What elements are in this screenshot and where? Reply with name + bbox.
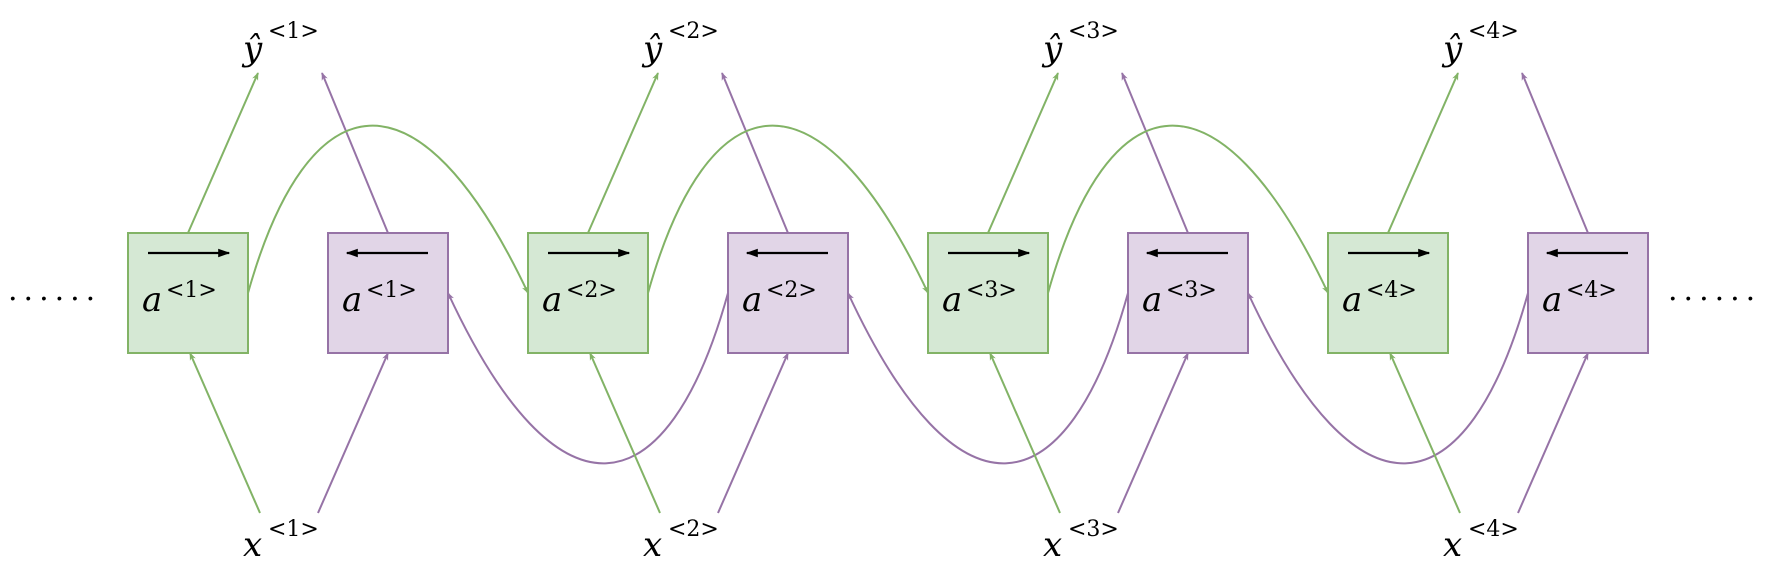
output-label-1-symbol: ŷ — [241, 29, 263, 69]
backward-cell-4: a<4> — [1527, 232, 1649, 354]
backward-activation-label-1-superscript: <1> — [366, 278, 417, 303]
output-label-2: ŷ<2> — [641, 19, 719, 69]
input-to-backward-arrow-1 — [317, 352, 389, 514]
forward-activation-label-1-superscript: <1> — [166, 278, 217, 303]
input-to-backward-arrow-3 — [1117, 352, 1189, 514]
input-label-2-symbol: x — [643, 525, 662, 565]
output-label-4-symbol: ŷ — [1441, 29, 1463, 69]
output-label-1-superscript: <1> — [268, 19, 319, 44]
backward-recurrent-arrow-2-to-1 — [447, 292, 729, 465]
right-ellipsis: ...... — [1668, 273, 1761, 308]
forward-activation-label-3: a<3> — [942, 278, 1017, 320]
output-label-2-superscript: <2> — [668, 19, 719, 44]
forward-recurrent-arrow-2-to-3 — [647, 124, 929, 294]
forward-recurrent-arrow-1-to-2 — [247, 124, 529, 294]
forward-cell-2: a<2> — [527, 232, 649, 354]
backward-activation-label-2: a<2> — [742, 278, 817, 320]
forward-activation-label-1: a<1> — [142, 278, 217, 320]
backward-to-output-arrow-1 — [321, 72, 389, 234]
forward-activation-label-2-symbol: a — [542, 280, 562, 320]
forward-activation-label-1-symbol: a — [142, 280, 162, 320]
input-output-labels: ŷ<1>x<1>ŷ<2>x<2>ŷ<3>x<3>ŷ<4>x<4> — [241, 19, 1519, 565]
backward-activation-label-4-superscript: <4> — [1566, 278, 1617, 303]
input-label-3-superscript: <3> — [1068, 517, 1119, 542]
input-label-2: x<2> — [643, 517, 719, 565]
input-label-3-symbol: x — [1043, 525, 1062, 565]
forward-to-output-arrow-1 — [187, 72, 259, 234]
forward-activation-label-4: a<4> — [1342, 278, 1417, 320]
output-label-3-superscript: <3> — [1068, 19, 1119, 44]
input-label-1-superscript: <1> — [268, 517, 319, 542]
forward-recurrent-arrow-3-to-4 — [1047, 124, 1329, 294]
forward-activation-label-2-superscript: <2> — [566, 278, 617, 303]
backward-recurrent-arrow-3-to-2 — [847, 292, 1129, 465]
output-label-4: ŷ<4> — [1441, 19, 1519, 69]
backward-activation-label-1-symbol: a — [342, 280, 362, 320]
forward-activation-label-4-superscript: <4> — [1366, 278, 1417, 303]
backward-activation-label-3-symbol: a — [1142, 280, 1162, 320]
backward-activation-label-1: a<1> — [342, 278, 417, 320]
input-label-1-symbol: x — [243, 525, 262, 565]
hidden-state-cells: a<1>a<1>a<2>a<2>a<3>a<3>a<4>a<4> — [127, 232, 1649, 354]
backward-activation-label-2-symbol: a — [742, 280, 762, 320]
left-ellipsis: ...... — [8, 273, 101, 308]
input-to-backward-arrow-4 — [1517, 352, 1589, 514]
output-label-2-symbol: ŷ — [641, 29, 663, 69]
forward-activation-label-3-superscript: <3> — [966, 278, 1017, 303]
forward-to-output-arrow-4 — [1387, 72, 1459, 234]
backward-activation-label-2-superscript: <2> — [766, 278, 817, 303]
input-to-forward-arrow-2 — [589, 352, 661, 514]
input-label-1: x<1> — [243, 517, 319, 565]
forward-activation-label-3-symbol: a — [942, 280, 962, 320]
backward-activation-label-4: a<4> — [1542, 278, 1617, 320]
input-to-forward-arrow-3 — [989, 352, 1061, 514]
input-label-3: x<3> — [1043, 517, 1119, 565]
output-label-3-symbol: ŷ — [1041, 29, 1063, 69]
input-to-backward-arrow-2 — [717, 352, 789, 514]
backward-to-output-arrow-4 — [1521, 72, 1589, 234]
forward-cell-4: a<4> — [1327, 232, 1449, 354]
input-label-2-superscript: <2> — [668, 517, 719, 542]
backward-activation-label-4-symbol: a — [1542, 280, 1562, 320]
backward-activation-label-3: a<3> — [1142, 278, 1217, 320]
backward-cell-2: a<2> — [727, 232, 849, 354]
forward-cell-1: a<1> — [127, 232, 249, 354]
input-to-forward-arrow-1 — [189, 352, 261, 514]
backward-to-output-arrow-3 — [1121, 72, 1189, 234]
backward-cell-3: a<3> — [1127, 232, 1249, 354]
forward-to-output-arrow-3 — [987, 72, 1059, 234]
forward-cell-3: a<3> — [927, 232, 1049, 354]
forward-activation-label-2: a<2> — [542, 278, 617, 320]
connection-arrows — [187, 72, 1589, 514]
output-label-3: ŷ<3> — [1041, 19, 1119, 69]
backward-activation-label-3-superscript: <3> — [1166, 278, 1217, 303]
backward-cell-1: a<1> — [327, 232, 449, 354]
input-label-4-symbol: x — [1443, 525, 1462, 565]
backward-to-output-arrow-2 — [721, 72, 789, 234]
output-label-1: ŷ<1> — [241, 19, 319, 69]
input-to-forward-arrow-4 — [1389, 352, 1461, 514]
backward-recurrent-arrow-4-to-3 — [1247, 292, 1529, 465]
input-label-4: x<4> — [1443, 517, 1519, 565]
forward-to-output-arrow-2 — [587, 72, 659, 234]
input-label-4-superscript: <4> — [1468, 517, 1519, 542]
output-label-4-superscript: <4> — [1468, 19, 1519, 44]
forward-activation-label-4-symbol: a — [1342, 280, 1362, 320]
